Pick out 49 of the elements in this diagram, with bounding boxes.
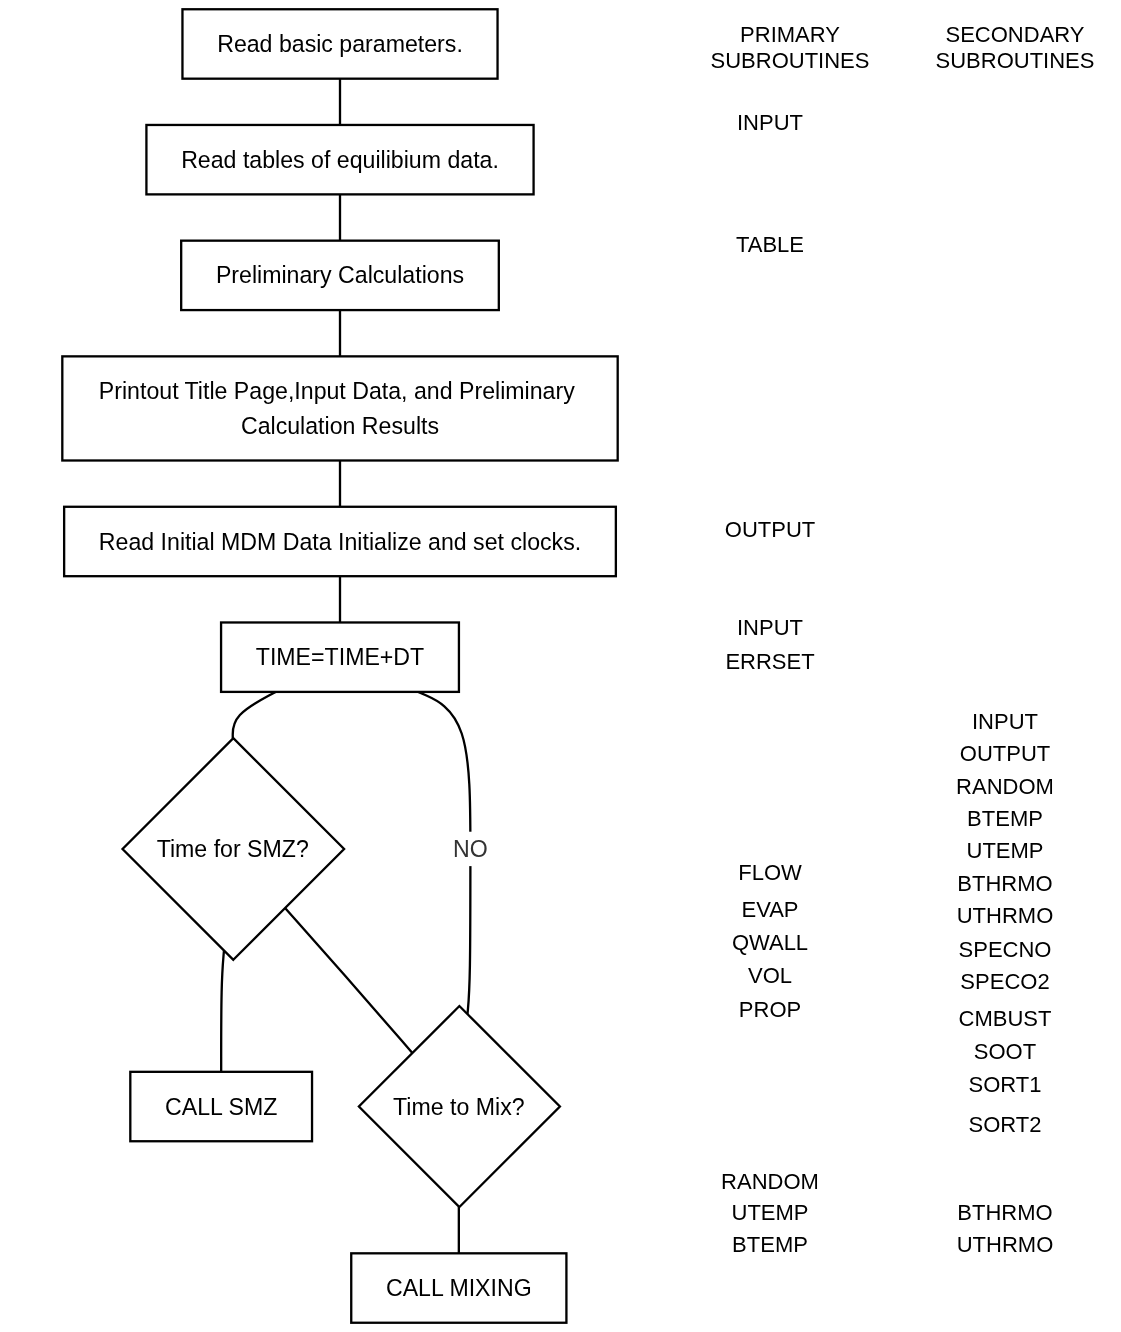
subroutine-name: SORT2	[968, 1112, 1042, 1138]
node-box: Preliminary Calculations	[180, 239, 500, 312]
node-box: Read Initial MDM Data Initialize and set clocks.	[63, 505, 617, 578]
subroutine-name: RANDOM	[956, 774, 1054, 800]
node-box: CALL SMZ	[129, 1070, 314, 1143]
node-box: CALL MIXING	[350, 1252, 568, 1324]
subroutine-name: OUTPUT	[959, 741, 1051, 767]
subroutine-name: OUTPUT	[724, 517, 816, 543]
subroutine-name: VOL	[748, 963, 792, 989]
subroutine-name: UTHRMO	[956, 903, 1054, 929]
column-heading: PRIMARY SUBROUTINES	[709, 22, 871, 74]
subroutine-name: SORT1	[968, 1072, 1042, 1098]
subroutine-name: INPUT	[737, 615, 803, 641]
subroutine-name: INPUT	[737, 110, 803, 136]
node-box: Read basic parameters.	[181, 8, 499, 80]
node-box: Read tables of equilibium data.	[145, 123, 535, 196]
node-box: TIME=TIME+DT	[219, 621, 461, 694]
subroutine-name: BTEMP	[732, 1232, 808, 1258]
subroutine-name: BTHRMO	[957, 871, 1053, 897]
subroutine-name: ERRSET	[725, 649, 815, 675]
column-heading: SECONDARY SUBROUTINES	[934, 22, 1096, 74]
edge-label: NO	[453, 836, 488, 862]
connector	[338, 576, 342, 623]
subroutine-name: SPECNO	[958, 937, 1052, 963]
subroutine-name: TABLE	[735, 232, 805, 258]
connector	[338, 78, 342, 125]
subroutine-name: INPUT	[972, 709, 1038, 735]
subroutine-name: UTHRMO	[956, 1232, 1054, 1258]
connector	[457, 1207, 460, 1254]
subroutine-name: QWALL	[731, 930, 809, 956]
connector	[338, 460, 342, 507]
subroutine-name: PROP	[738, 997, 802, 1023]
subroutine-name: FLOW	[738, 860, 802, 886]
connector	[283, 906, 413, 1054]
subroutine-name: CMBUST	[958, 1006, 1052, 1032]
subroutine-name: SPECO2	[960, 969, 1050, 995]
subroutine-name: EVAP	[741, 897, 799, 923]
subroutine-name: UTEMP	[966, 838, 1044, 864]
node-diamond: Time to Mix?	[357, 1004, 562, 1209]
connector	[338, 194, 342, 241]
node-box: Printout Title Page,Input Data, and Preliminary Calculation Results	[61, 355, 619, 462]
node-diamond: Time for SMZ?	[120, 736, 346, 962]
connector	[220, 950, 226, 1072]
subroutine-name: BTHRMO	[957, 1200, 1053, 1226]
subroutine-name: BTEMP	[967, 806, 1043, 832]
subroutine-name: UTEMP	[731, 1200, 809, 1226]
connector	[338, 310, 342, 357]
subroutine-name: RANDOM	[721, 1169, 819, 1195]
subroutine-name: SOOT	[973, 1039, 1037, 1065]
